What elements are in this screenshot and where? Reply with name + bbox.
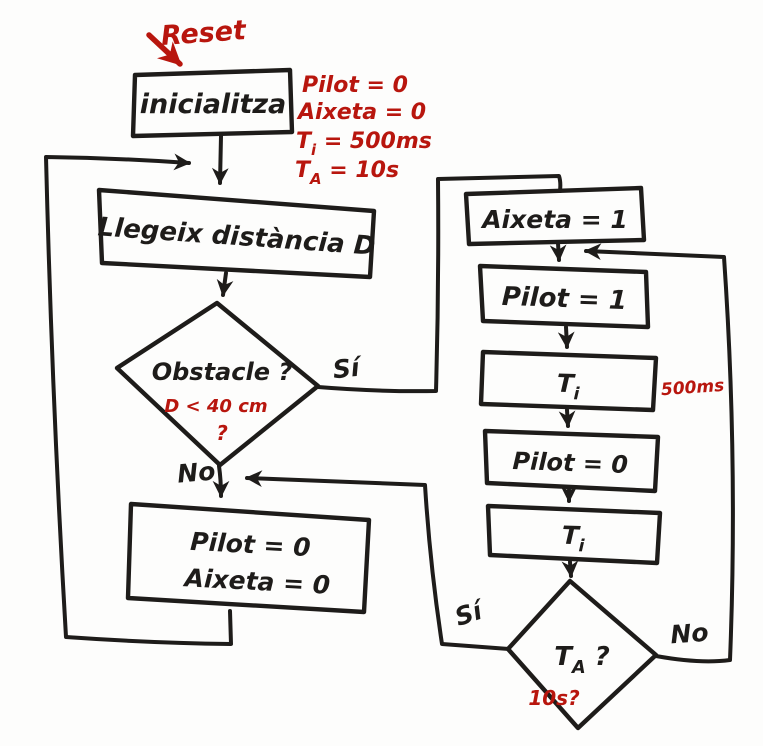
init-note-pilot: Pilot = 0 xyxy=(302,73,408,98)
box-ti-1 xyxy=(478,349,659,413)
box-ti-2 xyxy=(485,503,663,566)
edge-inicialitza-to-llegeix xyxy=(211,134,229,185)
edge-ti1-to-pilot0 xyxy=(558,408,576,428)
branch-obstacle-yes: Sí xyxy=(331,352,364,384)
label-llegeix-distancia: Llegeix distància D xyxy=(97,212,376,261)
box-pilot-aixeta-off xyxy=(125,501,372,615)
box-inicialitza xyxy=(130,67,295,139)
note-ti-500ms: 500ms xyxy=(660,376,725,400)
edge-obstacle-no-down xyxy=(212,464,230,498)
edge-llegeix-to-obstacle xyxy=(216,271,234,297)
box-aixeta-on xyxy=(463,185,647,247)
label-obstacle-question: Obstacle ? xyxy=(152,358,293,386)
edge-ta-no-return xyxy=(584,243,735,664)
diamond-ta xyxy=(505,578,659,731)
label-pilot-on: Pilot = 1 xyxy=(501,282,627,316)
edge-aixeta-to-pilot1 xyxy=(549,241,567,262)
branch-ta-no: No xyxy=(669,618,709,650)
label-ti-1: Ti xyxy=(556,369,581,405)
init-note-aixeta: Aixeta = 0 xyxy=(296,100,426,125)
edge-ta-yes-return xyxy=(245,470,511,651)
edge-pilot1-to-ti1 xyxy=(557,325,575,349)
reset-label: Reset xyxy=(160,15,248,52)
label-obstacle-condition: D < 40 cm xyxy=(164,396,267,417)
branch-obstacle-no: No xyxy=(176,456,216,488)
label-aixeta-on: Aixeta = 1 xyxy=(480,205,628,234)
label-pilot-off-left-line1: Pilot = 0 xyxy=(190,527,312,562)
label-ta-question: TA ? xyxy=(554,642,610,678)
label-pilot-off-right: Pilot = 0 xyxy=(512,447,628,479)
box-pilot-off xyxy=(482,428,661,494)
note-ta-10s: 10s? xyxy=(528,686,580,710)
init-note-ti: Ti = 500ms xyxy=(296,129,432,159)
reset-arrow xyxy=(146,32,183,67)
edge-obstacle-yes xyxy=(316,174,563,394)
init-note-ta: TA = 10s xyxy=(295,158,399,188)
branch-ta-yes: Sí xyxy=(451,595,488,632)
label-pilot-off-left-line2: Aixeta = 0 xyxy=(182,563,331,600)
edge-ti2-to-ta xyxy=(561,560,579,578)
label-ti-2: Ti xyxy=(561,521,586,557)
box-llegeix-distancia xyxy=(96,187,377,280)
label-obstacle-condition-mark: ? xyxy=(216,421,228,445)
edge-loop-left xyxy=(44,153,233,646)
diamond-obstacle xyxy=(114,300,321,468)
box-pilot-on xyxy=(477,263,651,330)
label-inicialitza: inicialitza xyxy=(140,89,287,120)
